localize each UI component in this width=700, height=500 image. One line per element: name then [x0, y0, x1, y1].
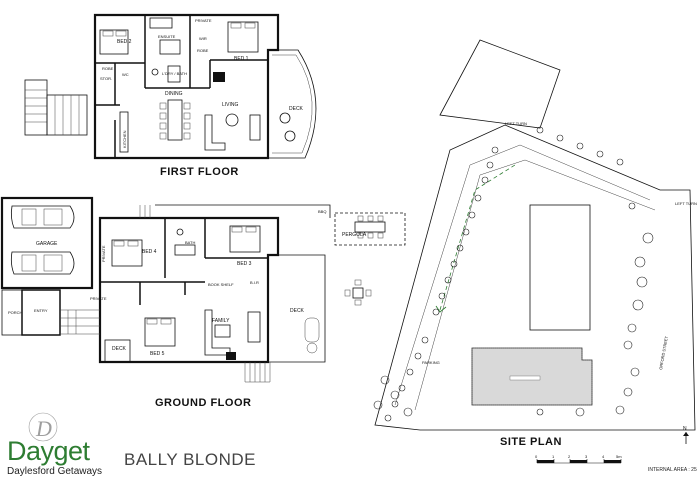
dayget-logo-icon: D: [28, 412, 58, 442]
room-bed3: BED 3: [237, 261, 252, 267]
scale-tick-2: 2: [568, 454, 571, 459]
room-bed2: BED 2: [117, 39, 132, 45]
room-deck-first: DECK: [289, 106, 304, 112]
room-dining: DINING: [165, 91, 183, 97]
scale-tick-5m: 5m: [616, 454, 622, 459]
title-first-floor: FIRST FLOOR: [160, 166, 239, 178]
room-garage: GARAGE: [36, 241, 58, 247]
room-living: LIVING: [222, 102, 239, 108]
room-bed4: BED 4: [142, 249, 157, 255]
room-bir: B.I.R: [250, 280, 259, 285]
room-bath: BATH: [185, 240, 195, 245]
internal-area-label: INTERNAL AREA : 25: [648, 467, 697, 473]
site-plan: [373, 39, 696, 464]
title-ground-floor: GROUND FLOOR: [155, 397, 251, 409]
brand-tagline: Daylesford Getaways: [7, 466, 103, 477]
label-left-turn-2: LEFT TURN: [675, 201, 697, 206]
room-wir: WIR: [199, 36, 207, 41]
room-porch: PORCH: [8, 310, 23, 315]
label-pergola: PERGOLA: [342, 232, 367, 238]
north-arrow-icon: [683, 432, 689, 444]
label-north: N: [683, 426, 687, 432]
room-private: PRIVATE: [195, 18, 212, 23]
room-robe: ROBE: [197, 48, 209, 53]
label-parking: PARKING: [422, 360, 440, 365]
room-bed5: BED 5: [150, 351, 165, 357]
room-deck-small: DECK: [112, 346, 127, 352]
svg-text:D: D: [35, 416, 52, 441]
room-deck-ground: DECK: [290, 308, 305, 314]
title-site-plan: SITE PLAN: [500, 436, 562, 448]
property-name: BALLY BLONDE: [124, 450, 256, 469]
room-private-entry: PRIVATE: [90, 296, 107, 301]
room-book-shelf: BOOK SHELF: [208, 282, 234, 287]
room-laundry-bath: L'DRY / BATH: [162, 71, 187, 76]
first-floor-plan: [24, 13, 317, 160]
room-entry: ENTRY: [34, 308, 48, 313]
scale-tick-1: 1: [552, 454, 555, 459]
label-left-turn-1: LEFT TURN: [505, 121, 527, 126]
room-storage: STOR.: [100, 76, 112, 81]
room-robe-2: ROBE: [102, 66, 114, 71]
scale-tick-4: 4: [602, 454, 605, 459]
room-wc: WC: [122, 72, 129, 77]
room-kitchen: KITCHEN: [122, 130, 127, 148]
room-private-ground: PRIVATE: [101, 245, 106, 262]
scale-tick-0: 0: [535, 454, 538, 459]
brand-name: Dayget: [7, 436, 90, 466]
label-orford-street: ORFORD STREET: [658, 335, 669, 370]
room-family: FAMILY: [212, 318, 230, 324]
label-bbq: BBQ: [318, 209, 326, 214]
room-bed1: BED 1: [234, 56, 249, 62]
ground-floor-plan: [0, 196, 406, 383]
scale-tick-3: 3: [585, 454, 588, 459]
room-ensuite: ENSUITE: [158, 34, 176, 39]
